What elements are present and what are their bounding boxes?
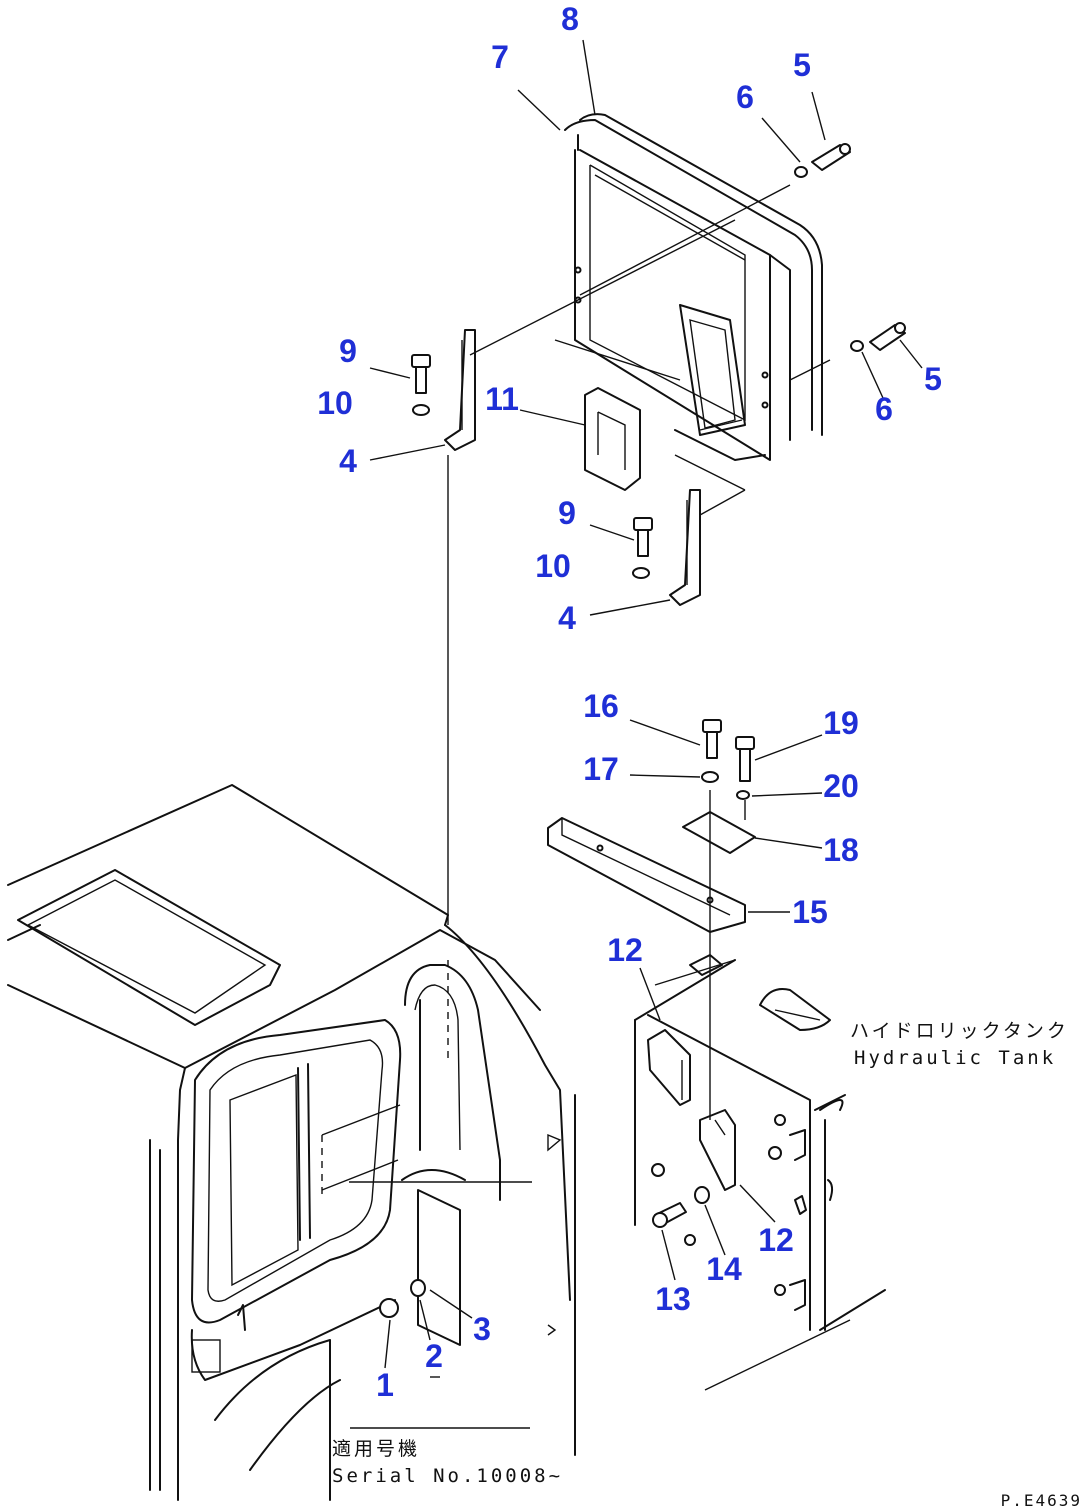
cab-body bbox=[7, 784, 576, 1501]
stay-12-lower-left bbox=[647, 1029, 691, 1106]
callout-6-upper: 6 bbox=[736, 79, 754, 115]
tank-label-japanese: ハイドロリックタンク bbox=[850, 1020, 1069, 1042]
callout-15: 15 bbox=[792, 894, 828, 930]
callout-8: 8 bbox=[561, 1, 579, 37]
callout-13: 13 bbox=[655, 1281, 691, 1317]
callout-1: 1 bbox=[376, 1367, 394, 1403]
callout-17: 17 bbox=[583, 751, 619, 787]
hydraulic-tank bbox=[634, 954, 886, 1391]
callout-4-upper: 4 bbox=[339, 443, 357, 479]
callout-6-lower: 6 bbox=[875, 391, 893, 427]
callout-14: 14 bbox=[706, 1251, 742, 1287]
callout-3: 3 bbox=[473, 1311, 491, 1347]
callout-4-lower: 4 bbox=[558, 600, 576, 636]
callout-12-upper: 12 bbox=[607, 932, 643, 968]
callout-19: 19 bbox=[823, 705, 859, 741]
leader-lines bbox=[350, 39, 923, 1429]
serial-label-english: Serial No.10008~ bbox=[332, 1465, 563, 1487]
callout-12-lower: 12 bbox=[758, 1222, 794, 1258]
brackets-4 bbox=[444, 329, 701, 606]
figure-id: P.E4639 bbox=[1001, 1491, 1082, 1510]
callout-10-upper: 10 bbox=[317, 385, 353, 421]
callout-20: 20 bbox=[823, 768, 859, 804]
callout-7: 7 bbox=[491, 39, 509, 75]
callout-16: 16 bbox=[583, 688, 619, 724]
callout-5-lower: 5 bbox=[924, 361, 942, 397]
callout-9-upper: 9 bbox=[339, 333, 357, 369]
stay-12-lower-right bbox=[699, 1109, 736, 1191]
callout-18: 18 bbox=[823, 832, 859, 868]
fasteners bbox=[379, 143, 906, 1318]
callout-labels: 8 7 5 6 9 10 11 4 5 6 9 10 4 16 19 17 20… bbox=[317, 1, 942, 1403]
callout-2: 2 bbox=[425, 1338, 443, 1374]
callout-9-lower: 9 bbox=[558, 495, 576, 531]
callout-5-upper: 5 bbox=[793, 47, 811, 83]
callout-11: 11 bbox=[485, 381, 519, 417]
serial-label-japanese: 適用号機 bbox=[332, 1438, 420, 1460]
tank-label-english: Hydraulic Tank bbox=[854, 1047, 1056, 1069]
annotations: ハイドロリックタンク Hydraulic Tank 適用号機 Serial No… bbox=[332, 1020, 1082, 1510]
mirror-frame bbox=[564, 113, 823, 461]
cover-11 bbox=[584, 387, 641, 491]
callout-10-lower: 10 bbox=[535, 548, 571, 584]
